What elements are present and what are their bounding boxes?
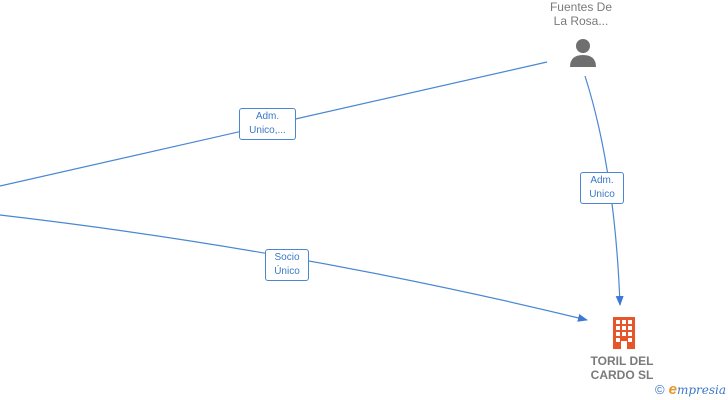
edge-label-socio-unico[interactable]: Socio Único	[265, 249, 309, 281]
edge-label-adm-unico-left[interactable]: Adm. Unico,...	[239, 108, 296, 140]
company-label-line1: TORIL DEL	[590, 354, 654, 368]
edge-label-line2: Unico,...	[249, 125, 286, 136]
person-label-line1: Fuentes De	[549, 0, 613, 14]
person-label-line2: La Rosa...	[553, 14, 609, 28]
brand-e: e	[668, 381, 677, 398]
company-building-icon[interactable]	[608, 315, 640, 351]
company-label-line2: CARDO SL	[590, 368, 654, 382]
edge-label-line2: Unico	[589, 189, 615, 200]
edge-label-line1: Socio	[274, 252, 300, 263]
edge-label-line2: Único	[274, 266, 300, 277]
company-node-label: TORIL DEL CARDO SL	[574, 354, 670, 382]
copyright-symbol: ©	[655, 382, 665, 397]
brand-name: mpresia	[676, 383, 726, 397]
edge-label-line1: Adm.	[590, 175, 614, 186]
edge-label-adm-unico-right[interactable]: Adm. Unico	[580, 172, 624, 204]
person-node-label: Fuentes De La Rosa...	[533, 0, 629, 28]
empresia-watermark: ©empresia	[655, 381, 726, 398]
edge-label-line1: Adm.	[255, 111, 280, 122]
person-icon[interactable]	[568, 37, 598, 69]
